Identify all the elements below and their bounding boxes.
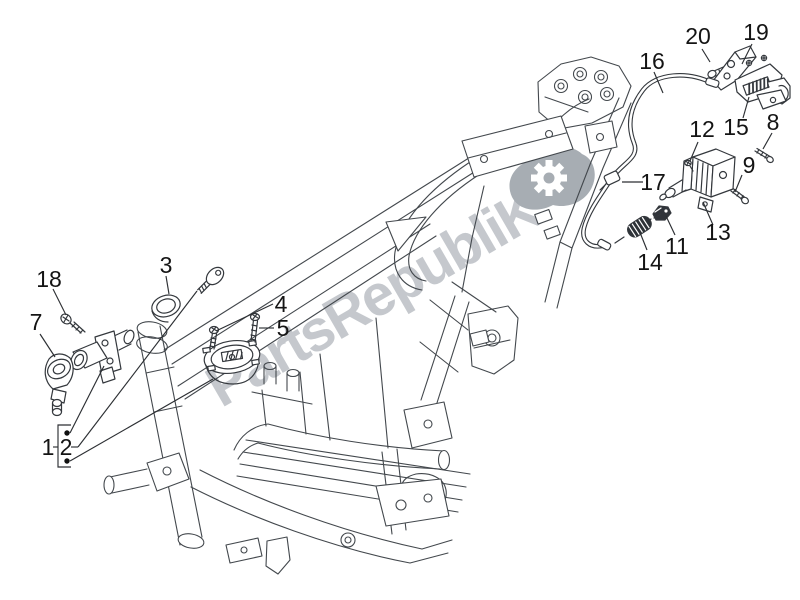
leader-line-16 — [653, 71, 664, 94]
part-13-actuator — [659, 148, 736, 213]
callout-19: 19 — [743, 19, 769, 45]
gear-icon — [531, 160, 567, 196]
leader-line-8 — [762, 132, 773, 150]
callout-4: 4 — [275, 291, 288, 317]
group-leader-0 — [69, 365, 105, 434]
watermark-text: PartsRepubliK — [195, 176, 553, 420]
callout-14: 14 — [637, 249, 663, 275]
group-bracket — [57, 424, 71, 468]
leader-line-19 — [741, 43, 753, 65]
part-5-screw — [249, 312, 261, 343]
part-8-bolt — [754, 147, 774, 164]
part-4-screw — [208, 325, 220, 350]
part-18-screw — [60, 313, 86, 334]
part-12-screw — [684, 159, 694, 172]
group-leader-1 — [77, 290, 198, 448]
callout-18: 18 — [36, 266, 62, 292]
exploded-parts-art — [44, 45, 791, 417]
group-dot-0 — [64, 430, 70, 436]
leader-line-3 — [165, 275, 170, 295]
part-16-cable — [581, 73, 720, 251]
callout-17: 17 — [640, 169, 666, 195]
leader-line-20 — [701, 48, 711, 63]
frame-line-art — [103, 56, 632, 575]
part-3-bushing — [151, 294, 181, 323]
leader-line-7 — [39, 333, 56, 358]
callout-7: 7 — [30, 309, 43, 335]
callout-9: 9 — [743, 152, 756, 178]
leader-line-14 — [638, 229, 648, 251]
fuel-cap — [202, 339, 261, 385]
callout-8: 8 — [767, 109, 780, 135]
callout-16: 16 — [639, 48, 665, 74]
part-7-lock-cover — [44, 353, 74, 417]
leader-line-15 — [742, 96, 750, 119]
leader-line-9 — [734, 174, 743, 193]
part-9-screw — [730, 187, 750, 205]
part-17-clamp — [599, 170, 621, 191]
leader-line-18 — [52, 288, 67, 316]
leader-line-13 — [702, 201, 714, 226]
watermark: PartsRepubliK — [195, 146, 595, 420]
watermark-logo — [509, 146, 595, 210]
callout-3: 3 — [160, 252, 173, 278]
part-14-spring — [614, 213, 662, 244]
leader-line-12 — [689, 141, 699, 162]
key-art — [197, 266, 225, 294]
callout-12: 12 — [689, 116, 715, 142]
callout-1: 1 — [42, 434, 55, 460]
group-dot-1 — [64, 458, 70, 464]
leader-line-4 — [215, 303, 274, 332]
callout-13: 13 — [705, 219, 731, 245]
callout-11: 11 — [665, 233, 689, 259]
leader-line-11 — [665, 215, 676, 236]
part-19-saddle-lock — [712, 45, 791, 110]
callout-20: 20 — [685, 23, 711, 49]
part-1-2-ignition-lock — [70, 329, 135, 384]
callout-2: 2 — [60, 434, 73, 460]
callout-5: 5 — [277, 315, 290, 341]
callout-15: 15 — [723, 114, 749, 140]
group-leader-2 — [69, 378, 214, 462]
